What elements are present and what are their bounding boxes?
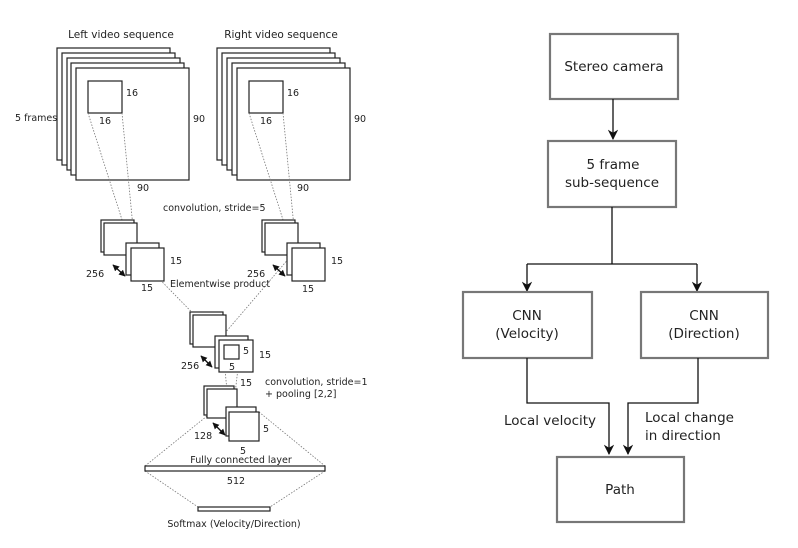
feature-height-label: 15 [331, 256, 343, 267]
box-subsequence: 5 frame sub-sequence [546, 139, 678, 209]
right-video-stack [216, 47, 351, 181]
frames-label: 5 frames [15, 113, 57, 124]
box-stereo-camera: Stereo camera [548, 32, 680, 101]
patch-square [87, 80, 123, 114]
frame-width-label: 90 [297, 183, 309, 194]
right-feature-maps [261, 219, 326, 282]
fc-label: Fully connected layer [190, 455, 292, 466]
patch-height-label: 16 [126, 88, 138, 99]
box-cnn-direction: CNN (Direction) [639, 290, 770, 360]
pooling-label: + pooling [2,2] [265, 389, 337, 400]
left-video-stack [56, 47, 190, 181]
arrow-icon [622, 358, 699, 456]
feature-depth-label: 256 [247, 269, 265, 280]
feature-width-label: 15 [302, 284, 314, 295]
box-path: Path [555, 455, 686, 524]
patch-square [248, 80, 284, 114]
patch-height-label: 16 [287, 88, 299, 99]
depth-arrow-icon [272, 264, 286, 277]
local-change-label-line1: Local change [645, 410, 734, 426]
kernel-square [223, 344, 240, 360]
patch-width-label: 16 [260, 116, 272, 127]
product-width-label: 15 [240, 378, 252, 389]
subsequence-label-line2: sub-sequence [565, 175, 659, 191]
conv2-label: convolution, stride=1 [265, 377, 368, 388]
cnn-direction-label-line1: CNN [689, 308, 719, 324]
product-depth-label: 256 [181, 361, 199, 372]
subsequence-label-line1: 5 frame [587, 157, 640, 173]
product-feature-maps [189, 311, 254, 373]
softmax-bar [197, 506, 271, 512]
pooled-depth-label: 128 [194, 431, 212, 442]
depth-arrow-icon [200, 355, 213, 368]
depth-arrow-icon [112, 264, 126, 277]
kernel-height-label: 5 [243, 346, 249, 357]
pooled-width-label: 5 [240, 446, 246, 457]
frame-width-label: 90 [137, 183, 149, 194]
feature-depth-label: 256 [86, 269, 104, 280]
frame-height-label: 90 [193, 114, 205, 125]
stereo-camera-label: Stereo camera [564, 59, 663, 75]
feature-width-label: 15 [141, 283, 153, 294]
softmax-label: Softmax (Velocity/Direction) [167, 519, 300, 530]
depth-arrow-icon [212, 422, 226, 436]
frame-height-label: 90 [354, 114, 366, 125]
local-change-label-line2: in direction [645, 428, 721, 444]
pooled-height-label: 5 [263, 424, 269, 435]
fc-size-label: 512 [227, 476, 245, 487]
left-video-title: Left video sequence [68, 29, 174, 41]
cnn-velocity-label-line2: (Velocity) [495, 326, 559, 342]
pooled-feature-maps [203, 385, 260, 442]
fc-layer-bar [144, 465, 326, 472]
local-velocity-label: Local velocity [504, 413, 596, 429]
arrow-icon [526, 358, 615, 456]
left-feature-maps [100, 219, 165, 282]
cnn-velocity-label-line1: CNN [512, 308, 542, 324]
kernel-width-label: 5 [229, 362, 235, 373]
path-label: Path [605, 482, 635, 498]
product-height-label: 15 [259, 350, 271, 361]
cnn-direction-label-line2: (Direction) [668, 326, 740, 342]
feature-height-label: 15 [170, 256, 182, 267]
elementwise-label: Elementwise product [170, 279, 270, 290]
box-cnn-velocity: CNN (Velocity) [461, 290, 594, 360]
patch-width-label: 16 [99, 116, 111, 127]
conv1-label: convolution, stride=5 [163, 203, 266, 214]
right-video-title: Right video sequence [224, 29, 338, 41]
